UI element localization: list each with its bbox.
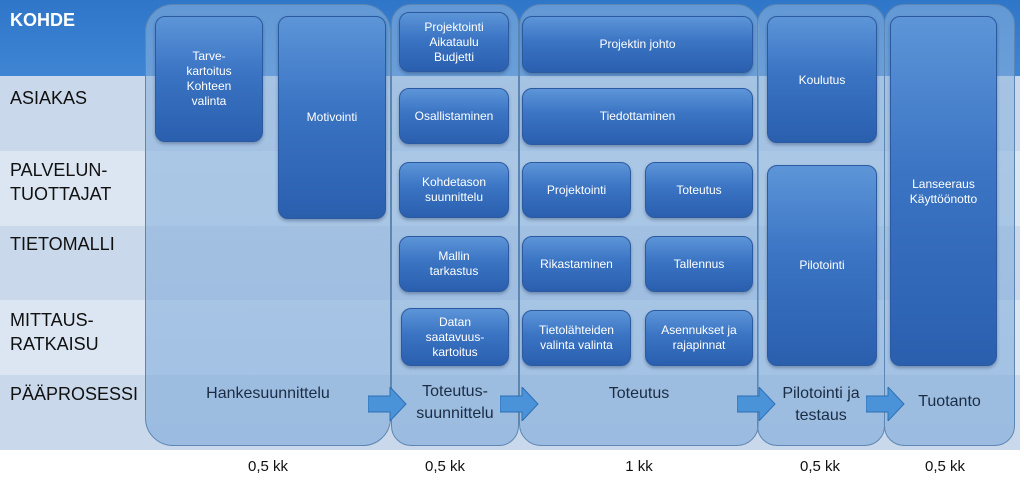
arrow-right-icon <box>866 387 905 421</box>
box-toteutus: Toteutus <box>645 162 753 218</box>
box-datan-saatavuuskartoitus: Datan saatavuus- kartoitus <box>401 308 509 366</box>
box-projektin-johto: Projektin johto <box>522 16 753 73</box>
box-pilotointi: Pilotointi <box>767 165 877 366</box>
row-label-kohde: KOHDE <box>10 10 76 30</box>
box-koulutus: Koulutus <box>767 16 877 143</box>
arrow-right-icon <box>500 387 539 421</box>
duration-tuotanto: 0,5 kk <box>924 458 966 475</box>
box-motivointi: Motivointi <box>278 16 386 219</box>
duration-toteutussuunnittelu: 0,5 kk <box>424 458 466 475</box>
box-tietolahteiden-valinta: Tietolähteiden valinta valinta <box>522 310 631 366</box>
box-rikastaminen: Rikastaminen <box>522 236 631 292</box>
phase-title-tuotanto: Tuotanto <box>918 393 981 410</box>
box-asennukset-rajapinnat: Asennukset ja rajapinnat <box>645 310 753 366</box>
phase-toteutussuunnittelu: Toteutus- suunnittelu <box>391 4 519 446</box>
phase-toteutus: Toteutus <box>519 4 759 446</box>
phase-title-hankesuunnittelu: Hankesuunnittelu <box>206 385 330 402</box>
box-mallin-tarkastus: Mallin tarkastus <box>399 236 509 292</box>
row-label-palveluntuottajat: PALVELUN- TUOTTAJAT <box>10 160 112 204</box>
box-kohdetason-suunnittelu: Kohdetason suunnittelu <box>399 162 509 218</box>
box-projektointi-aikataulu-budjetti: Projektointi Aikataulu Budjetti <box>399 12 509 72</box>
box-osallistaminen: Osallistaminen <box>399 88 509 144</box>
box-lanseeraus-kayttoonotto: Lanseeraus Käyttöönotto <box>890 16 997 366</box>
duration-hankesuunnittelu: 0,5 kk <box>247 458 289 475</box>
duration-pilotointi: 0,5 kk <box>799 458 841 475</box>
row-label-asiakas: ASIAKAS <box>10 88 88 108</box>
phase-title-toteutussuunnittelu: Toteutus- suunnittelu <box>416 383 494 422</box>
phase-title-pilotointi-testaus: Pilotointi ja testaus <box>782 385 860 424</box>
box-tiedottaminen: Tiedottaminen <box>522 88 753 145</box>
phase-title-toteutus: Toteutus <box>608 385 670 402</box>
box-tarvekartoitus: Tarve- kartoitus Kohteen valinta <box>155 16 263 142</box>
box-projektointi: Projektointi <box>522 162 631 218</box>
box-tallennus: Tallennus <box>645 236 753 292</box>
row-label-paaprosessi: PÄÄPROSESSI <box>10 384 139 404</box>
arrow-right-icon <box>737 387 776 421</box>
arrow-right-icon <box>368 387 407 421</box>
duration-toteutus: 1 kk <box>625 458 653 475</box>
row-label-mittausratkaisu: MITTAUS- RATKAISU <box>10 310 99 354</box>
row-label-tietomalli: TIETOMALLI <box>10 234 115 254</box>
